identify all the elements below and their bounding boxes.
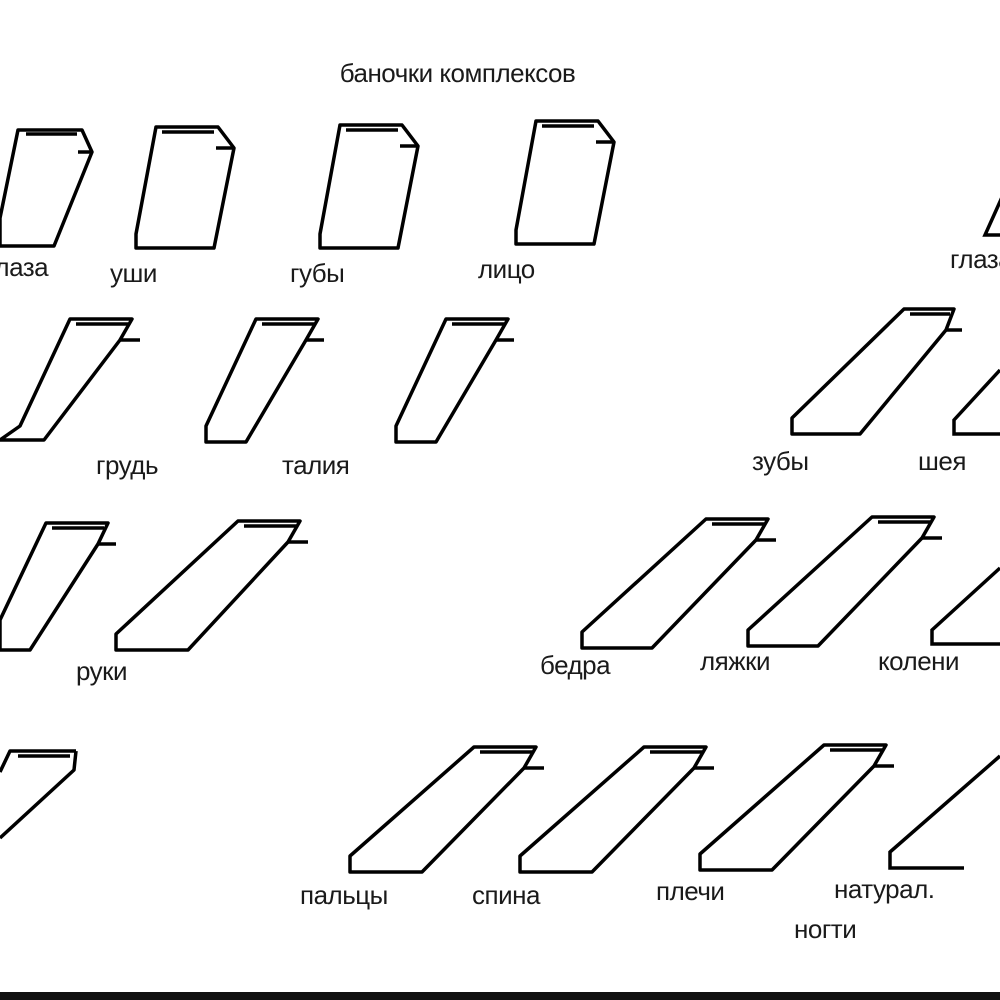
jar-20	[888, 754, 1000, 870]
label-paltsy: пальцы	[300, 880, 388, 910]
jar-4	[514, 119, 616, 246]
label-taliya: талия	[282, 450, 350, 480]
label-glaza-right: глаза	[950, 244, 1000, 274]
jar-13	[580, 517, 776, 650]
jar-8	[394, 317, 514, 444]
label-ushi: уши	[110, 258, 157, 288]
jar-14	[746, 515, 942, 648]
jar-10	[952, 368, 1000, 436]
jar-6	[0, 317, 140, 442]
label-koleni: колени	[878, 646, 960, 676]
jar-17	[348, 745, 544, 874]
jar-18	[518, 745, 714, 874]
jar-19	[698, 743, 894, 872]
label-grud: грудь	[96, 450, 159, 480]
jar-11	[0, 521, 116, 652]
jar-7	[204, 317, 324, 444]
label-litso: лицо	[478, 254, 535, 284]
jar-16	[0, 749, 78, 840]
jar-12	[114, 519, 308, 652]
label-bedra: бедра	[540, 650, 611, 680]
label-spina: спина	[472, 880, 540, 910]
label-natural: натурал.	[834, 874, 935, 904]
label-zuby: зубы	[752, 446, 809, 476]
diagram-title: баночки комплексов	[339, 58, 576, 88]
label-ruki: руки	[76, 656, 128, 686]
label-sheya: шея	[918, 446, 966, 476]
jar-9	[790, 307, 962, 436]
jar-1	[0, 128, 94, 248]
jar-2	[134, 125, 236, 250]
label-nogti: ногти	[794, 914, 857, 944]
jar-5	[982, 197, 1000, 237]
jar-15	[930, 566, 1000, 646]
jar-3	[318, 123, 420, 250]
bottom-border	[0, 992, 1000, 1000]
label-plechi: плечи	[656, 876, 725, 906]
label-glaza: глаза	[0, 252, 49, 282]
label-lyazhki: ляжки	[700, 646, 771, 676]
label-guby: губы	[290, 258, 345, 288]
